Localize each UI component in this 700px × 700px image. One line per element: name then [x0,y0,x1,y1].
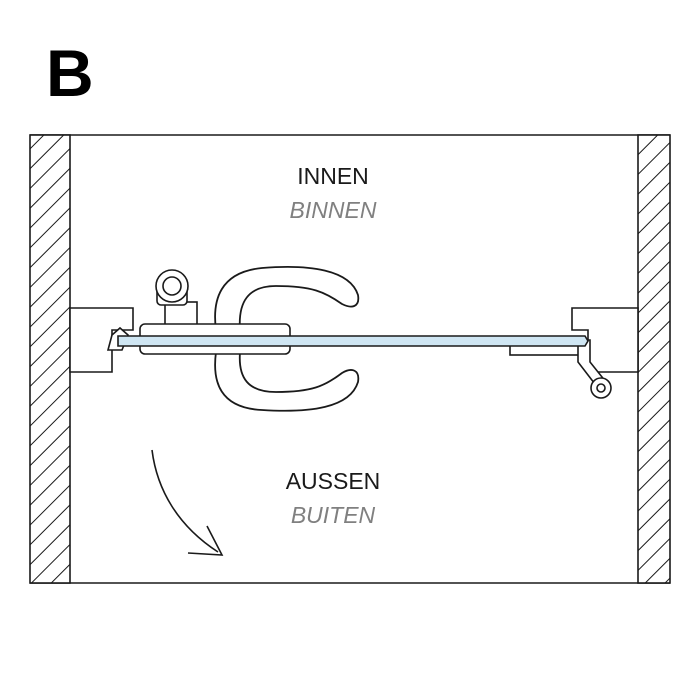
label-inside-de: INNEN [297,163,369,189]
roller-fitting [155,269,198,329]
label-inside-nl: BINNEN [290,197,377,223]
room-outline [30,134,670,584]
right-wall [637,134,671,584]
left-wall [29,134,71,584]
glass-door-panel [117,335,589,347]
door-handle [214,265,360,412]
label-outside-de: AUSSEN [286,468,381,494]
opening-direction-arrow [151,449,224,556]
panel-letter: B [46,36,94,110]
label-outside-nl: BUITEN [291,502,376,528]
